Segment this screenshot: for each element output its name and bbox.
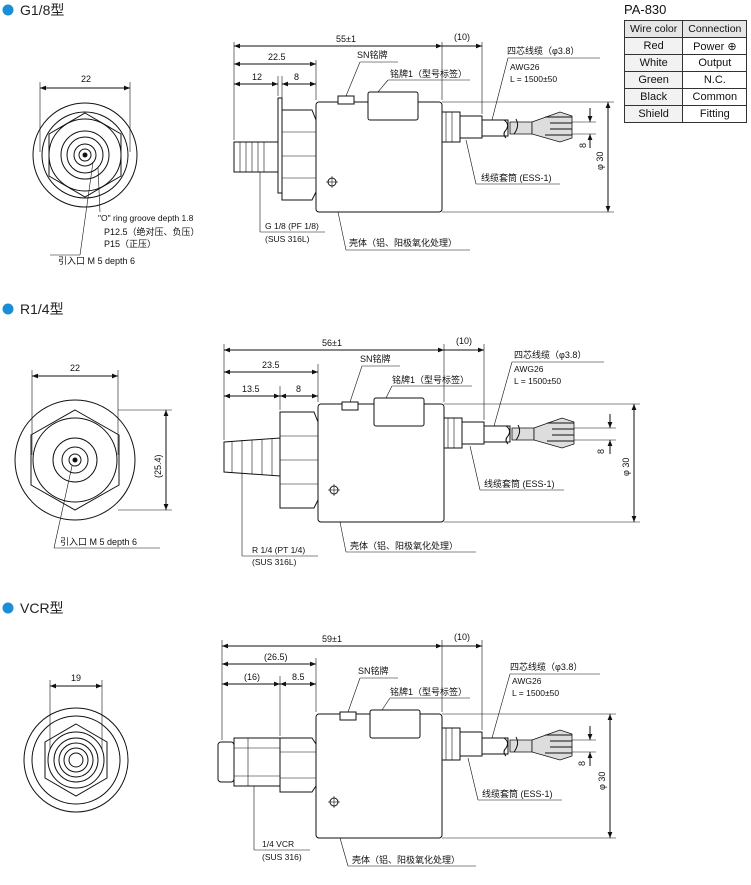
dim-label: 8	[577, 761, 587, 766]
dim-label: 22	[70, 363, 80, 373]
nameplate-label: 铭牌1（型号标签）	[392, 374, 469, 385]
section-title: G1/8型	[20, 2, 64, 18]
dim-label: 13.5	[242, 384, 260, 394]
material-label: (SUS 316L)	[252, 557, 297, 567]
cable-label: 四芯线缆（φ3.8）	[507, 45, 579, 56]
inlet-label: 引入口 M 5 depth 6	[60, 537, 137, 547]
material-label: (SUS 316L)	[265, 234, 310, 244]
dim-label: 22.5	[268, 52, 286, 62]
nameplate-label: 铭牌1（型号标签）	[390, 686, 467, 697]
dim-label: 22	[81, 74, 91, 84]
sleeve-label: 线缆套筒 (ESS-1)	[484, 478, 555, 489]
section-title: VCR型	[20, 600, 64, 616]
sn-plate-label: SN铭牌	[360, 353, 391, 364]
dim-label: (10)	[456, 336, 472, 346]
inlet-label: 引入口 M 5 depth 6	[58, 256, 135, 266]
thread-label: 1/4 VCR	[262, 839, 294, 849]
bullet-icon	[2, 602, 14, 614]
table-cell: Red	[623, 37, 684, 55]
table-cell: Fitting	[682, 105, 748, 123]
dim-label: (10)	[454, 632, 470, 642]
table-cell: White	[623, 54, 684, 72]
section-g18: G1/8型 22 "O" ring groove depth 1.8 P12.5…	[2, 2, 614, 266]
thread-label: R 1/4 (PT 1/4)	[252, 545, 305, 555]
housing-label: 壳体（铝、阳极氧化处理）	[349, 237, 457, 248]
dim-label: 12	[252, 72, 262, 82]
sleeve-label: 线缆套筒 (ESS-1)	[482, 788, 553, 799]
section-title: R1/4型	[20, 301, 64, 317]
pressure-label: P15（正压）	[104, 239, 156, 249]
material-label: (SUS 316)	[262, 852, 302, 862]
nameplate-label: 铭牌1（型号标签）	[390, 68, 467, 79]
dim-label: φ 30	[597, 772, 607, 790]
dim-label: 55±1	[336, 34, 356, 44]
pressure-label: P12.5（绝对压、负压）	[104, 226, 200, 237]
length-label: L = 1500±50	[510, 74, 557, 84]
table-header-row: Wire color Connection	[623, 20, 748, 38]
table-header-cell: Connection	[682, 20, 748, 38]
dim-label: 8	[294, 72, 299, 82]
sn-plate-label: SN铭牌	[357, 49, 388, 60]
dim-label: 19	[71, 673, 81, 683]
front-view: 19	[23, 673, 129, 813]
dim-label: (26.5)	[264, 652, 288, 662]
bullet-icon	[2, 303, 14, 315]
awg-label: AWG26	[510, 62, 540, 72]
table-cell: Shield	[623, 105, 684, 123]
table-cell: Black	[623, 88, 684, 106]
side-view: 56±1 (10) 23.5 13.5 8 φ 30 8 SN铭牌	[223, 336, 640, 567]
section-r14: R1/4型 22 (25.4) 引入口 M 5 depth 6	[2, 301, 640, 567]
front-view: 22 (25.4) 引入口 M 5 depth 6	[14, 363, 172, 549]
table-header-cell: Wire color	[623, 20, 684, 38]
dim-label: (25.4)	[153, 454, 163, 478]
oring-label: "O" ring groove depth 1.8	[98, 213, 194, 223]
length-label: L = 1500±50	[512, 688, 559, 698]
front-view: 22 "O" ring groove depth 1.8 P12.5（绝对压、负…	[32, 74, 200, 266]
pa-model-label: PA-830	[624, 2, 667, 17]
section-vcr: VCR型 19	[2, 600, 616, 867]
awg-label: AWG26	[512, 676, 542, 686]
sleeve-label: 线缆套筒 (ESS-1)	[481, 172, 552, 183]
side-view: 55±1 (10) 22.5 12 8 φ 30 8 SN铭牌	[233, 32, 614, 251]
thread-label: G 1/8 (PF 1/8)	[265, 221, 319, 231]
dim-label: φ 30	[621, 458, 631, 476]
dim-label: 8	[296, 384, 301, 394]
length-label: L = 1500±50	[514, 376, 561, 386]
cable-label: 四芯线缆（φ3.8）	[514, 349, 586, 360]
awg-label: AWG26	[514, 364, 544, 374]
dim-label: 8	[596, 449, 606, 454]
table-cell: Common	[682, 88, 748, 106]
dim-label: (10)	[454, 32, 470, 42]
dim-label: φ 30	[595, 152, 605, 170]
dim-label: (16)	[244, 672, 260, 682]
housing-label: 壳体（铝、阳极氧化处理）	[350, 540, 458, 551]
dim-label: 23.5	[262, 360, 280, 370]
dim-label: 8.5	[292, 672, 305, 682]
side-view: 59±1 (10) (26.5) (16) 8.5 φ 30 8 SN铭牌	[217, 632, 616, 867]
dim-label: 59±1	[322, 634, 342, 644]
dim-label: 8	[578, 143, 588, 148]
housing-label: 壳体（铝、阳极氧化处理）	[352, 854, 460, 865]
sn-plate-label: SN铭牌	[358, 665, 389, 676]
bullet-icon	[2, 4, 14, 16]
cable-label: 四芯线缆（φ3.8）	[510, 661, 582, 672]
dim-label: 56±1	[322, 338, 342, 348]
